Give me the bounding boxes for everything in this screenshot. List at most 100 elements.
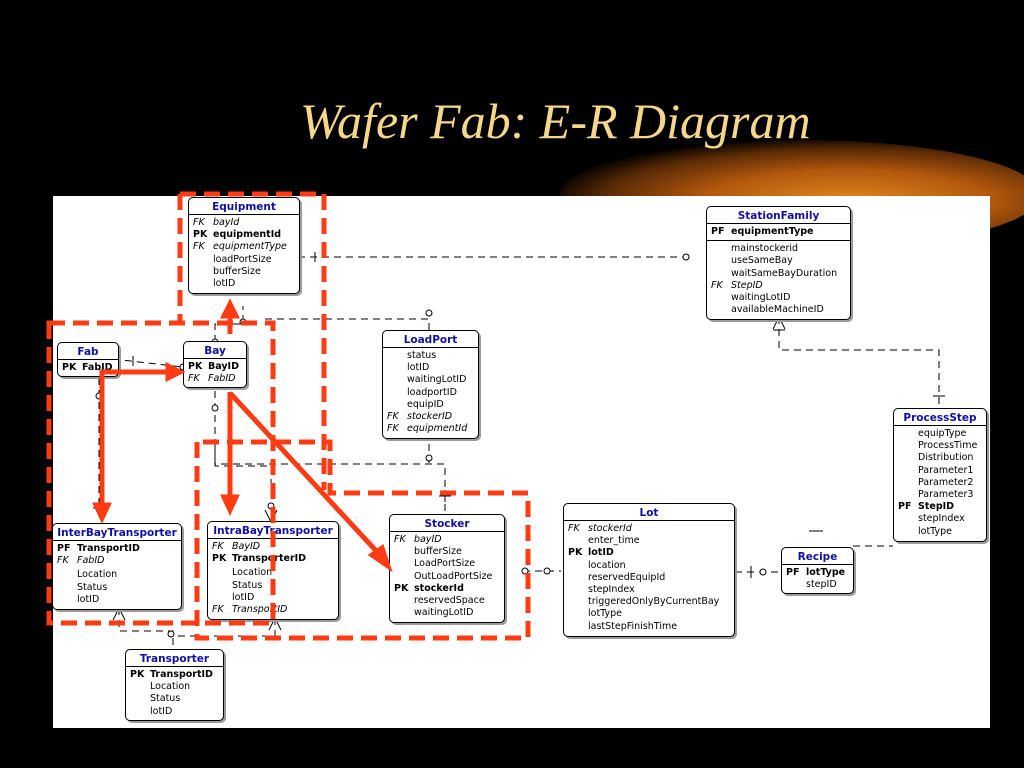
attribute: TransportID <box>150 669 213 680</box>
attribute: lotType <box>918 525 952 537</box>
attribute: enter_time <box>588 535 640 547</box>
attribute: equipID <box>407 398 444 410</box>
entity-title: ProcessStep <box>903 412 977 424</box>
rel-loadport-equipment <box>263 318 430 330</box>
attribute: availableMachineID <box>731 304 824 316</box>
attribute: StepID <box>731 279 763 291</box>
attribute: Status <box>77 581 108 593</box>
attribute-list: status lotID waitingLotID loadportID equ… <box>383 347 478 438</box>
attribute: equipmentId <box>213 229 282 241</box>
attribute: bufferSize <box>213 265 261 277</box>
attribute: LoadPortSize <box>414 558 476 570</box>
entity-title: IntraBayTransporter <box>213 525 333 537</box>
attribute: Parameter1 <box>918 464 974 476</box>
attribute: BayID <box>208 361 239 372</box>
attribute: lotID <box>213 278 236 290</box>
entity-title: Stocker <box>424 518 470 530</box>
attribute: bayID <box>414 534 442 545</box>
attribute: lastStepFinishTime <box>588 620 678 632</box>
attribute: Status <box>232 579 263 591</box>
rel-bay-equipment <box>214 306 244 342</box>
slide-title: Wafer Fab: E-R Diagram <box>300 93 811 149</box>
entity-title: Recipe <box>797 551 838 563</box>
attribute: waitingLotID <box>407 374 467 386</box>
attribute-list: equipType ProcessTime Distribution Param… <box>894 425 986 541</box>
attribute: lotID <box>232 591 255 603</box>
entity-title: Fab <box>77 346 99 358</box>
attribute: loadPortSize <box>213 253 272 265</box>
rel-bay-stocker <box>214 446 446 514</box>
rel-stationfamily-processstep <box>778 317 940 410</box>
attribute: FabID <box>208 373 236 385</box>
attribute: lotType <box>588 608 622 620</box>
rel-interbay-transporter <box>118 608 174 648</box>
attribute: lotID <box>77 593 100 605</box>
attribute-list: mainstockerid useSameBay waitSameBayDura… <box>707 240 850 319</box>
attribute: location <box>588 559 626 571</box>
attribute: Location <box>150 681 191 693</box>
rel-bay-intrabay <box>214 391 272 522</box>
attribute: equipmentId <box>407 423 468 435</box>
attribute: status <box>407 350 437 361</box>
entity-processstep[interactable]: ProcessStep equipType ProcessTime Distri… <box>893 408 987 542</box>
attribute: stepID <box>806 579 837 591</box>
attribute: loadportID <box>407 386 457 398</box>
attribute: equipType <box>918 428 967 439</box>
attribute: TransportID <box>77 543 140 554</box>
attribute: bayId <box>213 217 240 228</box>
attribute: OutLoadPortSize <box>414 570 493 582</box>
attribute: Parameter3 <box>918 489 974 501</box>
attribute-list: Location Status lotID <box>53 569 181 609</box>
attribute: Parameter2 <box>918 476 974 488</box>
attribute: stockerId <box>588 523 632 534</box>
attribute: stockerID <box>407 411 453 423</box>
attribute: lotID <box>588 547 614 559</box>
attribute: stepIndex <box>918 513 965 525</box>
attribute: StepID <box>918 501 955 513</box>
attribute: TransportID <box>232 604 288 616</box>
entity-title: Transporter <box>139 653 210 665</box>
attribute: bufferSize <box>414 546 462 558</box>
entity-title: InterBayTransporter <box>57 527 177 539</box>
attribute: equipmentType <box>213 241 287 253</box>
attribute: useSameBay <box>731 255 793 267</box>
attribute: reservedSpace <box>414 595 485 607</box>
entity-title: LoadPort <box>403 334 458 346</box>
attribute: equipmentType <box>731 226 814 237</box>
attribute: reservedEquipId <box>588 571 666 583</box>
attribute: waitSameBayDuration <box>731 267 838 279</box>
attribute: stockerId <box>414 582 464 594</box>
rel-fab-bay <box>112 358 184 368</box>
entity-title: Equipment <box>212 201 276 213</box>
attribute: lotID <box>407 362 430 374</box>
attribute: TransporterID <box>232 553 307 565</box>
attribute: Status <box>150 693 181 705</box>
attribute: ProcessTime <box>918 440 978 452</box>
rel-intrabay-transporter <box>173 618 276 637</box>
attribute: triggeredOnlyByCurrentBay <box>588 596 720 608</box>
entity-title: Lot <box>639 507 659 519</box>
entity-loadport[interactable]: LoadPort status lotID waitingLotID loadp… <box>382 330 479 440</box>
attribute: FabID <box>77 555 105 567</box>
